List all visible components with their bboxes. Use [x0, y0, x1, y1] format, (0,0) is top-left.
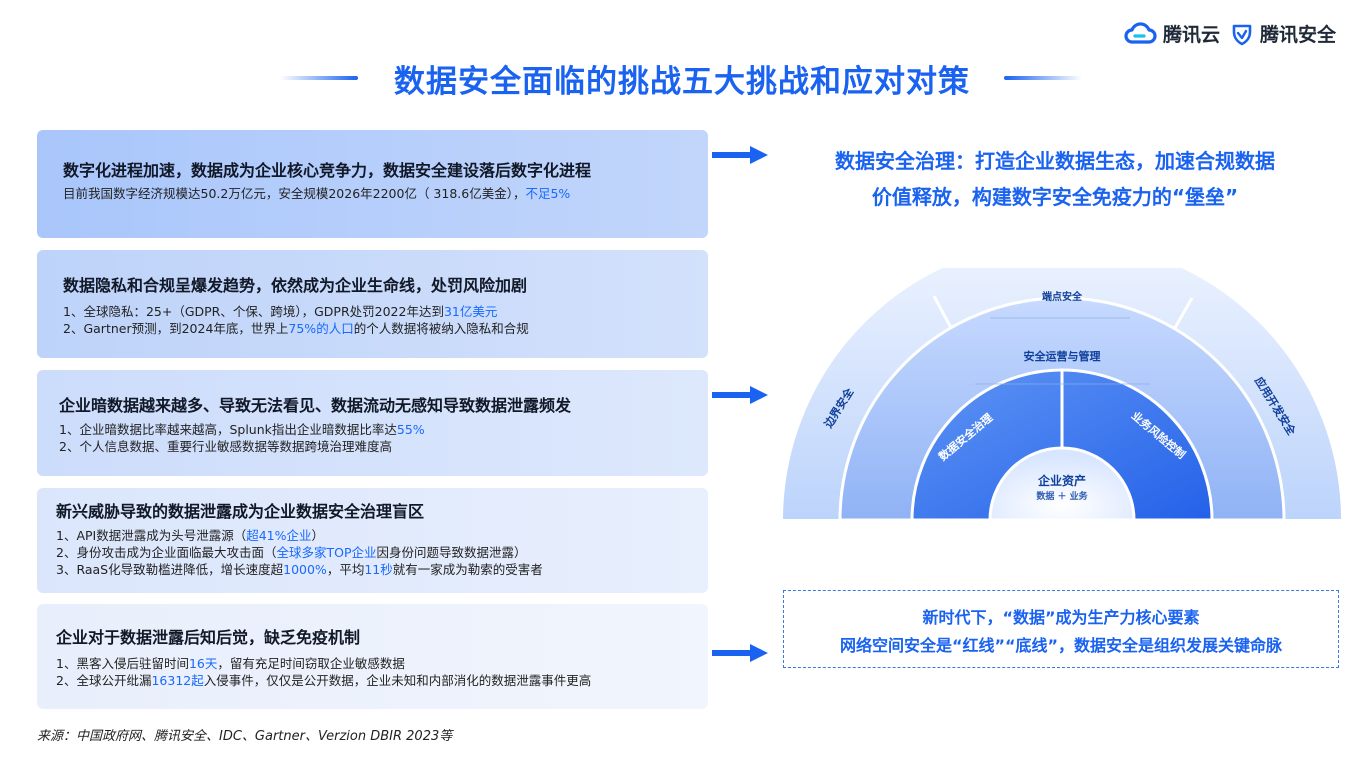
security-layers-diagram: 端点安全 安全运营与管理 边界安全 应用开发安全 数据安全治理 业务风险控制 企…: [780, 268, 1344, 520]
tencent-cloud-logo-text: 腾讯云: [1163, 24, 1221, 46]
strategy-line-2: 价值释放，构建数字安全免疫力的“堡垒”: [871, 185, 1239, 209]
arrow-right-icon: [712, 644, 768, 662]
card-text: 1、API数据泄露成为头号泄露源（: [56, 528, 247, 543]
middle-label: 安全运营与管理: [1024, 349, 1101, 363]
card-line: 2、全球公开纰漏16312起入侵事件，仅仅是公开数据，企业未知和内部消化的数据泄…: [56, 672, 708, 689]
card-text: 2、身份攻击成为企业面临最大攻击面（: [56, 545, 277, 560]
card-line: 1、黑客入侵后驻留时间16天，留有充足时间窃取企业敏感数据: [56, 655, 708, 672]
card-highlight: 55%: [396, 422, 425, 437]
callout-line-2: 网络空间安全是“红线”“底线”，数据安全是组织发展关键命脉: [839, 636, 1283, 655]
title-decor-left: [280, 76, 358, 80]
title-decor-right: [1004, 76, 1082, 80]
card-line: 2、身份攻击成为企业面临最大攻击面（全球多家TOP企业因身份问题导致数据泄露）: [56, 544, 708, 561]
card-highlight: 全球多家TOP企业: [276, 545, 377, 560]
outer-top-label: 端点安全: [1042, 290, 1083, 303]
challenge-card-4: 新兴威胁导致的数据泄露成为企业数据安全治理盲区 1、API数据泄露成为头号泄露源…: [37, 488, 708, 593]
card-highlight: 75%的人口: [288, 321, 354, 336]
core-title: 企业资产: [1037, 473, 1086, 488]
challenge-card-1: 数字化进程加速，数据成为企业核心竞争力，数据安全建设落后数字化进程 目前我国数字…: [37, 130, 708, 238]
callout-line-1: 新时代下，“数据”成为生产力核心要素: [922, 608, 1200, 627]
card-text: ，留有充足时间窃取企业敏感数据: [217, 656, 405, 671]
page-title: 数据安全面临的挑战五大挑战和应对对策: [394, 64, 970, 100]
arrow-right-icon: [712, 146, 768, 164]
challenge-card-2: 数据隐私和合规呈爆发趋势，依然成为企业生命线，处罚风险加剧 1、全球隐私：25+…: [37, 250, 708, 358]
card-line: 1、API数据泄露成为头号泄露源（超41%企业）: [56, 527, 708, 544]
card-title: 数据隐私和合规呈爆发趋势，依然成为企业生命线，处罚风险加剧: [63, 276, 528, 295]
card-line: 目前我国数字经济规模达50.2万亿元，安全规模2026年2200亿（ 318.6…: [63, 185, 708, 202]
card-line: 2、个人信息数据、重要行业敏感数据等数据跨境治理难度高: [59, 438, 708, 455]
shield-icon: [1232, 24, 1252, 45]
card-highlight: 11秒: [364, 562, 393, 577]
source-note: 来源：中国政府网、腾讯安全、IDC、Gartner、Verzion DBIR 2…: [37, 729, 453, 744]
card-text: 3、RaaS化导致勒槛进降低，增长速度超: [56, 562, 284, 577]
card-title: 数字化进程加速，数据成为企业核心竞争力，数据安全建设落后数字化进程: [63, 161, 592, 180]
card-highlight: 1000%: [283, 562, 327, 577]
title-row: 数据安全面临的挑战五大挑战和应对对策: [0, 54, 1360, 102]
card-highlight: 不足5%: [525, 186, 571, 201]
card-text: 1、黑客入侵后驻留时间: [56, 656, 189, 671]
card-text: 1、企业暗数据比率越来越高，Splunk指出企业暗数据比率达: [59, 422, 397, 437]
card-text: ，平均: [326, 562, 365, 577]
card-line: 2、Gartner预测，到2024年底，世界上75%的人口的个人数据将被纳入隐私…: [63, 320, 708, 337]
key-message-callout: 新时代下，“数据”成为生产力核心要素 网络空间安全是“红线”“底线”，数据安全是…: [783, 590, 1339, 668]
tencent-security-logo: 腾讯安全: [1230, 20, 1336, 47]
card-line: 3、RaaS化导致勒槛进降低，增长速度超1000%，平均11秒就有一家成为勒索的…: [56, 561, 708, 578]
card-highlight: 16312起: [151, 673, 204, 688]
card-text: 的个人数据将被纳入隐私和合规: [353, 321, 529, 336]
card-highlight: 31亿美元: [443, 304, 498, 319]
card-title: 新兴威胁导致的数据泄露成为企业数据安全治理盲区: [56, 502, 425, 521]
card-text: 2、个人信息数据、重要行业敏感数据等数据跨境治理难度高: [59, 439, 392, 454]
strategy-line-1: 数据安全治理：打造企业数据生态，加速合规数据: [835, 149, 1275, 173]
card-text: 2、全球公开纰漏: [56, 673, 152, 688]
card-highlight: 16天: [188, 656, 218, 671]
core-subtitle: 数据 ＋ 业务: [1036, 490, 1088, 502]
card-text: 目前我国数字经济规模达50.2万亿元，安全规模2026年2200亿（ 318.6…: [63, 186, 526, 201]
card-text: 就有一家成为勒索的受害者: [392, 562, 543, 577]
card-highlight: 超41%企业: [246, 528, 312, 543]
tencent-security-logo-text: 腾讯安全: [1260, 24, 1337, 46]
card-text: 因身份问题导致数据泄露）: [376, 545, 527, 560]
tencent-cloud-logo: 腾讯云: [1123, 20, 1220, 47]
card-text: 2、Gartner预测，到2024年底，世界上: [63, 321, 289, 336]
card-line: 1、全球隐私：25+（GDPR、个保、跨境），GDPR处罚2022年达到31亿美…: [63, 303, 708, 320]
strategy-heading: 数据安全治理：打造企业数据生态，加速合规数据 价值释放，构建数字安全免疫力的“堡…: [790, 143, 1320, 215]
card-title: 企业对于数据泄露后知后觉，缺乏免疫机制: [56, 628, 361, 647]
core-circle: [988, 446, 1136, 520]
card-text: 1、全球隐私：25+（GDPR、个保、跨境），GDPR处罚2022年达到: [63, 304, 444, 319]
card-text: 入侵事件，仅仅是公开数据，企业未知和内部消化的数据泄露事件更高: [203, 673, 592, 688]
card-title: 企业暗数据越来越多、导致无法看见、数据流动无感知导致数据泄露频发: [59, 396, 572, 415]
arrow-right-icon: [712, 386, 768, 404]
cloud-icon: [1124, 21, 1157, 44]
card-line: 1、企业暗数据比率越来越高，Splunk指出企业暗数据比率达55%: [59, 421, 708, 438]
challenge-card-3: 企业暗数据越来越多、导致无法看见、数据流动无感知导致数据泄露频发 1、企业暗数据…: [37, 370, 708, 476]
card-text: ）: [311, 528, 325, 543]
challenge-card-5: 企业对于数据泄露后知后觉，缺乏免疫机制 1、黑客入侵后驻留时间16天，留有充足时…: [37, 604, 708, 709]
